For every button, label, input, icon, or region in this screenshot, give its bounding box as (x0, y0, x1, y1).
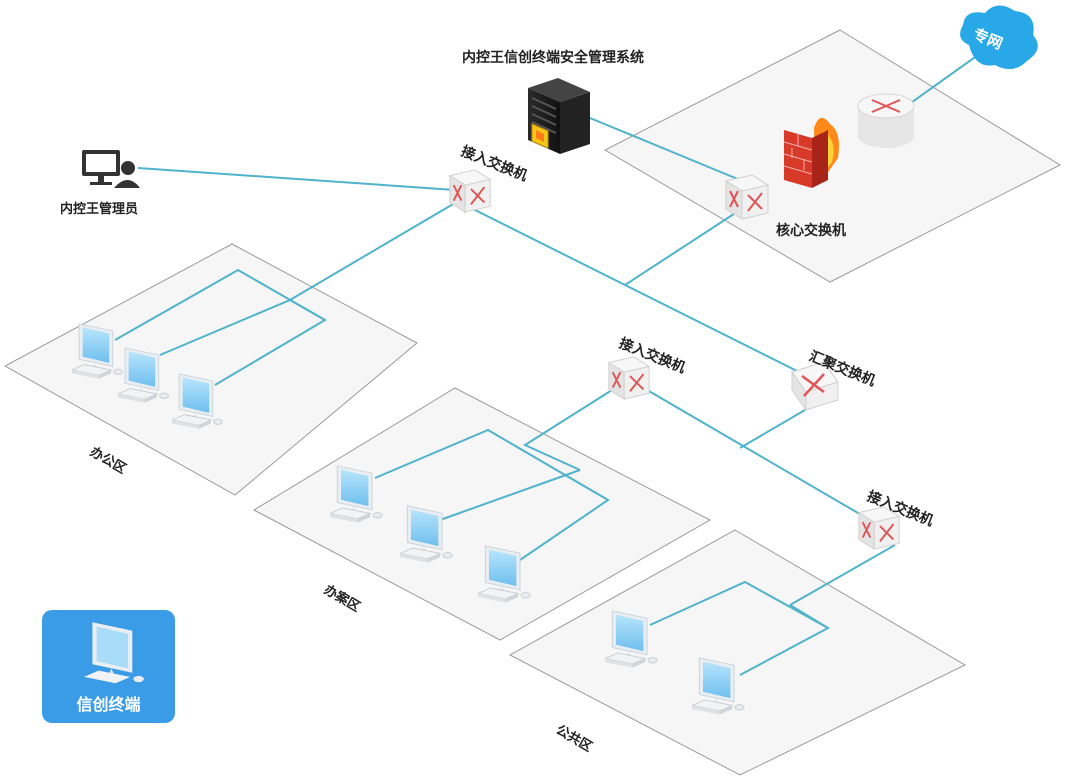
system-title: 内控王信创终端安全管理系统 (462, 50, 644, 66)
public-zone-platform (508, 529, 967, 776)
core-switch (724, 173, 770, 221)
legend-box: 信创终端 (42, 610, 175, 723)
admin-label: 内控王管理员 (60, 202, 139, 217)
router (857, 93, 915, 148)
network-links (114, 54, 979, 676)
access-switch-middle (607, 355, 651, 401)
legend-label: 信创终端 (76, 695, 141, 714)
aggregation-switch (791, 361, 839, 412)
admin-workstation (82, 150, 140, 188)
access-switch-top (448, 168, 492, 214)
private-network-cloud (960, 5, 1038, 70)
management-server (528, 78, 590, 154)
core-switch-label: 核心交换机 (776, 223, 846, 239)
case-zone-platform (252, 387, 712, 641)
legend-pc-icon (84, 622, 144, 684)
firewall (783, 117, 839, 188)
